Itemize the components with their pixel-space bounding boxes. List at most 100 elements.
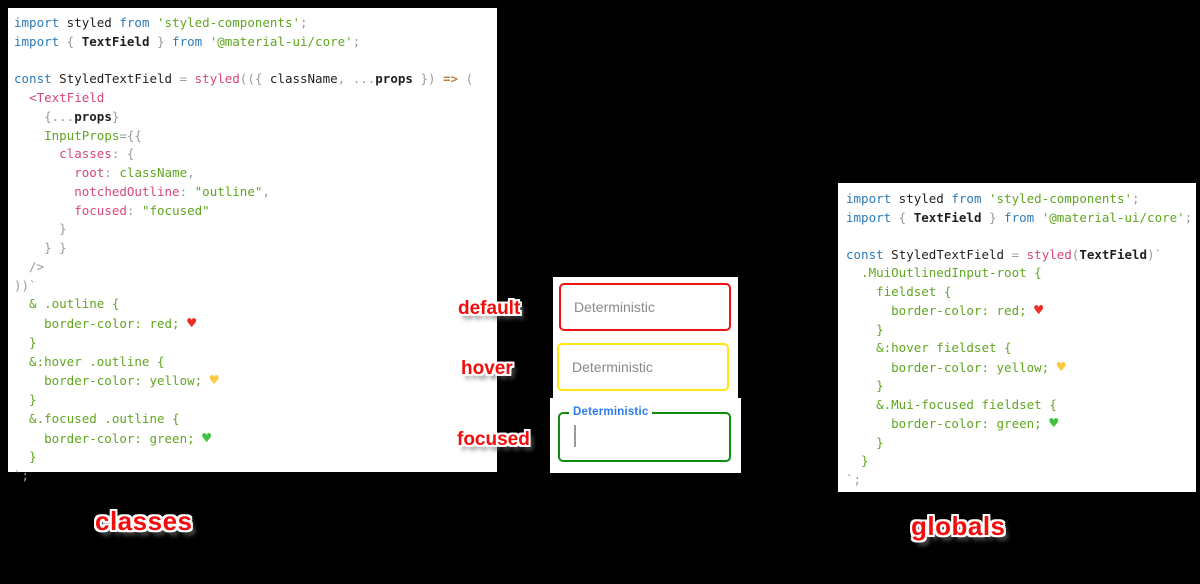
code-line: } }	[14, 239, 497, 258]
code-token: }	[111, 108, 120, 124]
code-line: &.Mui-focused fieldset {	[846, 396, 1196, 415]
code-line: }	[846, 321, 1196, 340]
code-token: :	[126, 202, 142, 218]
code-token: }	[846, 453, 869, 468]
code-token: InputProps	[44, 127, 120, 143]
code-token: StyledTextField	[51, 71, 180, 87]
code-line: }	[846, 377, 1196, 396]
text-cursor	[574, 425, 576, 447]
code-token: ;	[352, 33, 361, 49]
code-token: ,	[262, 183, 270, 199]
code-token: }	[846, 434, 884, 450]
code-token: className	[119, 165, 188, 180]
code-token: TextField	[913, 209, 982, 225]
code-token: , ...	[337, 71, 376, 87]
code-token: focused	[74, 202, 127, 218]
code-token: ,	[187, 165, 195, 180]
code-token: border-color: red;	[846, 303, 1035, 318]
globals-code-panel: import styled from 'styled-components';i…	[838, 183, 1196, 492]
classes-code-panel: import styled from 'styled-components';i…	[8, 8, 497, 483]
focused-state-label: focused	[457, 429, 530, 450]
yellow-heart-icon: ♥	[209, 371, 219, 390]
code-token: =>	[443, 71, 459, 87]
code-line: const StyledTextField = styled(TextField…	[846, 246, 1196, 265]
code-line: border-color: green; ♥	[846, 414, 1196, 434]
code-token: "outline"	[194, 183, 263, 199]
code-token: const	[846, 246, 884, 262]
code-token: ;	[300, 15, 308, 30]
code-token	[14, 128, 44, 143]
code-token: }	[846, 321, 884, 337]
code-token: .MuiOutlinedInput-root {	[846, 265, 1042, 280]
code-token: }	[14, 449, 37, 465]
code-token: import	[14, 33, 60, 49]
code-line: }	[14, 391, 497, 410]
red-heart-icon: ♥	[187, 314, 197, 332]
code-token: import	[846, 191, 892, 206]
textfield-focused-input[interactable]	[560, 414, 729, 460]
code-line: import styled from 'styled-components';	[14, 14, 497, 33]
code-token: }	[14, 221, 67, 237]
code-line: classes: {	[14, 145, 497, 164]
code-token: <TextField	[29, 90, 105, 105]
code-token: styled	[194, 71, 240, 87]
green-heart-icon: ♥	[202, 428, 212, 447]
textfield-hover[interactable]	[557, 343, 729, 391]
code-token: (	[458, 71, 474, 87]
code-token: from	[1004, 209, 1035, 225]
code-token: }	[14, 392, 37, 407]
code-line: }	[846, 434, 1196, 453]
code-line: border-color: red; ♥	[846, 301, 1196, 321]
code-token	[14, 203, 74, 218]
classes-title-label: classes	[95, 506, 193, 536]
code-token: TextField	[81, 33, 150, 49]
code-token: :	[104, 165, 120, 180]
code-line: border-color: yellow; ♥	[14, 371, 497, 391]
textfield-default[interactable]	[559, 283, 731, 331]
code-token: import	[14, 15, 60, 30]
code-line: notchedOutline: "outline",	[14, 183, 497, 202]
default-state-label: default	[458, 298, 521, 319]
textfield-hover-input[interactable]	[559, 345, 727, 389]
code-token: }	[149, 33, 173, 49]
code-line: />	[14, 258, 497, 277]
textfield-focused[interactable]: Deterministic	[558, 406, 731, 462]
code-line: ))`	[14, 277, 497, 296]
code-token	[1034, 210, 1042, 225]
globals-title-label: globals	[911, 511, 1006, 541]
code-token: &:hover fieldset {	[846, 340, 1012, 355]
code-token: )`	[1147, 246, 1163, 262]
code-token: :	[179, 183, 195, 199]
code-line: border-color: green; ♥	[14, 429, 497, 449]
code-token: import	[846, 209, 892, 225]
code-token: '@material-ui/core'	[209, 33, 353, 49]
code-token: }	[981, 209, 1005, 225]
code-token: fieldset {	[846, 283, 952, 299]
code-token: {	[59, 33, 82, 49]
code-line: &:hover .outline {	[14, 353, 497, 372]
code-token: &.focused .outline {	[14, 410, 180, 426]
green-heart-icon: ♥	[1049, 414, 1059, 432]
code-token	[149, 15, 157, 30]
code-line: & .outline {	[14, 295, 497, 314]
code-line: .MuiOutlinedInput-root {	[846, 264, 1196, 283]
textfield-default-input[interactable]	[561, 285, 729, 329]
code-token: border-color: red;	[14, 316, 188, 331]
code-token: &:hover .outline {	[14, 353, 165, 369]
code-token	[981, 191, 989, 206]
code-line: &.focused .outline {	[14, 410, 497, 429]
code-token: className	[269, 71, 338, 87]
code-token: {	[891, 209, 914, 225]
code-line: }	[14, 220, 497, 239]
code-token: } }	[14, 240, 67, 255]
code-token: StyledTextField	[883, 246, 1012, 262]
code-token: TextField	[1079, 246, 1148, 262]
code-token: }	[14, 334, 37, 350]
code-token: `;	[846, 471, 862, 487]
code-line	[14, 52, 497, 71]
code-token: ;	[1184, 209, 1193, 225]
code-token: {...	[14, 108, 75, 124]
code-line: &:hover fieldset {	[846, 339, 1196, 358]
code-line: }	[14, 448, 497, 467]
